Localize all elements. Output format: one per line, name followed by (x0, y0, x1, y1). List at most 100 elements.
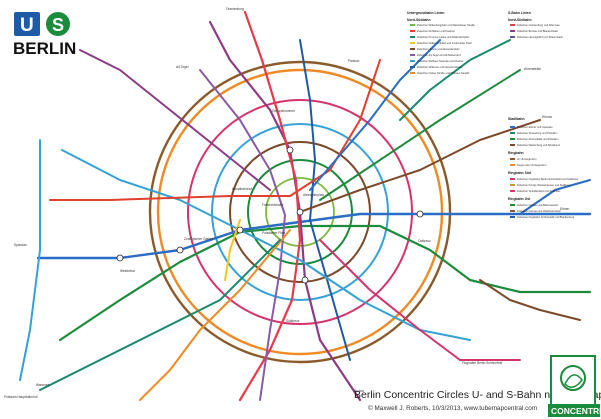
sbahn-legend-item: Zwischen Oranienburg und Wannsee (517, 23, 560, 27)
interchange-marker (286, 146, 294, 154)
ringbahn-sud-item: Zwischen Spindlersfeld und Südkreuz (517, 189, 561, 193)
wannsee-green-line (39, 239, 281, 391)
u6-purple-line (199, 69, 286, 401)
station-label: Flughafen Berlin-Schönefeld (462, 361, 502, 365)
legend: Untergrundbahn Linien Nord-Südbahn Zwisc… (407, 11, 579, 219)
u-logo-letter: U (20, 15, 34, 36)
sbahn-legend-heading: S-Bahn Linien (508, 11, 531, 15)
station-label: Potsdam Hauptbahnhof (4, 395, 38, 399)
city-name: BERLIN (13, 39, 76, 58)
schoenefeld-line (319, 239, 521, 361)
sbahn-legend-item: Zwischen Bernau und Blankenfelde (517, 29, 558, 33)
concentric-logo-swirl (564, 374, 583, 388)
sbahn-legend-subheading: Nord-Südbahn (508, 18, 532, 22)
northeast-blue-line (309, 39, 441, 191)
u7-light-blue-line (61, 149, 471, 341)
u9-orange-line (139, 229, 291, 401)
ringbahn-item: Im Uhrzeigersinn (517, 157, 537, 161)
concentric-logo-icon (560, 365, 586, 391)
logo: U S BERLIN (13, 12, 76, 58)
station-label: Ahrensfelde (524, 67, 541, 71)
station-label: Westkreuz (120, 269, 135, 273)
u5-brown-line (299, 119, 541, 213)
ubahn-legend-item: Zwischen Hönow und Alexanderplatz (417, 47, 460, 51)
inner-brown-ring (229, 141, 371, 283)
far-east-blue-line (519, 179, 591, 215)
station-label: Hauptbahnhof (232, 187, 252, 191)
erkner-branch-line (479, 279, 581, 321)
ringbahn-ost-item: Zwischen Grünau und Birkenwerder (517, 203, 559, 207)
brand-name: CONCENTRIC (551, 406, 601, 416)
ubahn-legend-item: Zwischen Ruhleben und Pankow (417, 29, 455, 33)
stadtbahn-green-line (58, 224, 592, 342)
ringbahn-heading: Ringbahn (508, 151, 524, 155)
ubahn-legend-item: Zwischen Nollendorfplatz und Innsbrucker… (417, 41, 472, 45)
interchange-marker (301, 276, 309, 284)
concentric-brand-bar (548, 404, 600, 417)
u8-blue-line (299, 39, 351, 361)
u-bahn-logo-icon (14, 12, 40, 36)
station-label: Hönow (542, 115, 553, 119)
ubahn-legend-item: Zwischen Krumme Lanke und Nollendorfplat… (417, 35, 470, 39)
station-label: Potsdamer Platz (262, 231, 286, 235)
interchange-badges (116, 146, 424, 284)
interchange-marker (236, 226, 244, 234)
station-label: Wannsee (36, 383, 50, 387)
station-label: Alexanderplatz (303, 193, 324, 197)
station-label: Oranienburg (226, 7, 244, 11)
ringbahn-sud-item: Zwischen Königs Wusterhausen und Südkreu… (517, 183, 571, 187)
legend-keys (410, 24, 515, 218)
ahrensfelde-green-line (319, 69, 521, 201)
station-label: Pankow (348, 59, 360, 63)
u2-red-line (49, 59, 381, 201)
map-credit: © Maxwell J. Roberts, 10/3/2013, www.tub… (368, 404, 537, 412)
s-bahn-logo-icon (46, 12, 70, 36)
inner-green-ring (247, 159, 353, 265)
station-label: Rudow (354, 389, 365, 393)
spandau-blue-line (19, 139, 41, 381)
east-north-green-line (399, 39, 511, 121)
ringbahn-ost-item: Zwischen Flughafen Schönefeld und Blanke… (517, 215, 575, 219)
northwest-violet-line (79, 49, 271, 191)
stadtbahn-item: Zwischen Wartenberg und Westkreuz (517, 143, 561, 147)
station-labels: Alexanderplatz Friedrichstraße Hauptbahn… (4, 7, 570, 399)
ringbahn-item: Gegen den Uhrzeigersinn (517, 163, 547, 167)
interchange-marker (296, 208, 304, 216)
ringbahn-ost-item: Zwischen Grünau und Waidmannslust (517, 209, 561, 213)
ringbahn-sud-heading: Ringbahn Süd (508, 171, 531, 175)
station-label: Ostkreuz (418, 239, 431, 243)
ubahn-legend-item: Zwischen Osloer Straße und Rathaus Stegl… (417, 71, 470, 75)
station-label: Südkreuz (286, 319, 300, 323)
ubahn-legend-item: Zwischen Wittenau und Hermannstraße (417, 65, 463, 69)
sbahn-legend-item: Zwischen Hennigsdorf und Teltow Stadt (517, 35, 563, 39)
stadtbahn-heading: Stadtbahn (508, 117, 525, 121)
outer-ring-line (148, 60, 452, 364)
interchange-marker (176, 246, 184, 254)
ringbahn-ost-heading: Ringbahn Ost (508, 197, 531, 201)
ring-lines (148, 60, 452, 364)
ubahn-legend-item: Zwischen Rathaus Spandau und Rudow (417, 59, 463, 63)
ubahn-legend-subheading: Nord-Südbahn (407, 18, 431, 22)
ubahn-legend-item: Zwischen Wittenbergplatz und Warschauer … (417, 23, 475, 27)
stadtbahn-blue-line (36, 212, 592, 260)
ringbahn-sud-item: Zwischen Flughafen Berlin-Schönefeld und… (517, 177, 579, 181)
stadtbahn-item: Zwischen Erkner und Spandau (517, 125, 553, 129)
concentric-logo: CONCENTRIC (548, 355, 601, 417)
interchange-marker (116, 254, 124, 262)
station-label: Zoologischer Garten (184, 237, 213, 241)
stadtbahn-item: Zwischen Strausberg und Potsdam (517, 131, 557, 135)
concentric-logo-frame (550, 355, 596, 407)
s-logo-letter: S (52, 15, 64, 35)
map-title: Berlin Concentric Circles U- and S-Bahn … (354, 389, 601, 401)
station-label: Friedrichstraße (262, 203, 284, 207)
station-label: Erkner (560, 207, 570, 211)
station-label: Alt-Tegel (176, 65, 189, 69)
ubahn-legend-heading: Untergrundbahn Linien (407, 11, 444, 15)
ubahn-legend-item: Zwischen Alt-Tegel und Alt-Mariendorf (417, 53, 461, 57)
middle-ring-line (187, 99, 413, 325)
station-label: Spandau (14, 243, 27, 247)
u-ring-line (211, 123, 389, 301)
station-label: Gesundbrunnen (272, 109, 295, 113)
interchange-marker (416, 210, 424, 218)
